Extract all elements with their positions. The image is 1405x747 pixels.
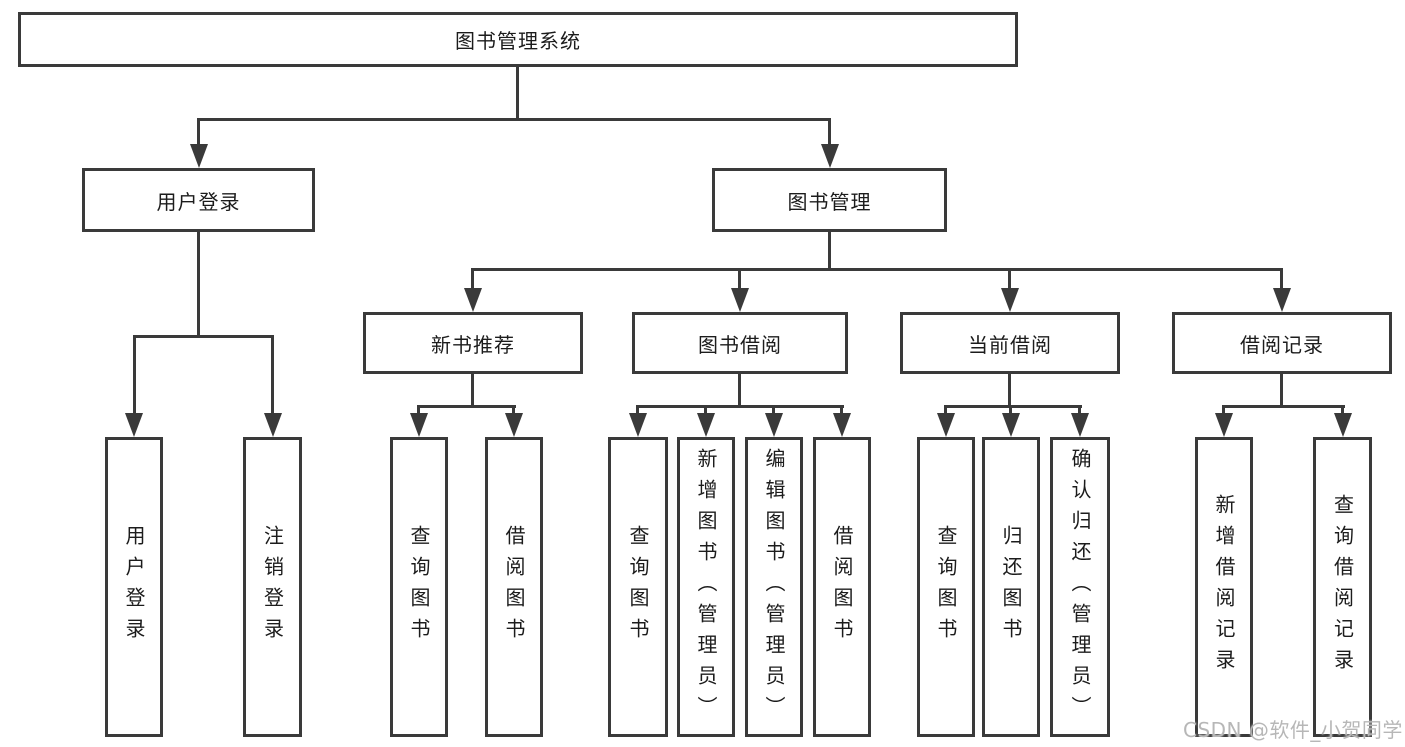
arrowhead-icon	[464, 288, 482, 312]
arrowhead-icon	[1071, 413, 1089, 437]
connector-line	[471, 374, 474, 407]
connector-line	[271, 335, 274, 417]
connector-line	[944, 405, 1082, 408]
node-label: 图书管理系统	[455, 29, 581, 53]
connector-line	[1280, 374, 1283, 407]
node-label: 查询借阅记录	[1330, 494, 1355, 680]
node-label: 查询图书	[626, 525, 650, 649]
node-label: 确认归还（管理员）	[1068, 447, 1092, 727]
connector-line	[1078, 405, 1081, 417]
arrowhead-icon	[1273, 288, 1291, 312]
node-label: 注销登录	[260, 525, 285, 649]
connector-line	[197, 118, 831, 121]
node-leaf-query-books-1: 查询图书	[390, 437, 448, 737]
connector-line	[133, 335, 274, 338]
arrowhead-icon	[820, 144, 839, 168]
node-branch-user-login: 用户登录	[82, 168, 315, 232]
node-leaf-query-books-2: 查询图书	[608, 437, 668, 737]
node-label: 图书管理	[787, 189, 872, 214]
node-leaf-confirm-return: 确认归还（管理员）	[1050, 437, 1110, 737]
connector-line	[636, 405, 639, 417]
connector-line	[1280, 268, 1283, 293]
arrowhead-icon	[833, 413, 851, 437]
connector-line	[704, 405, 707, 417]
arrowhead-icon	[697, 413, 715, 437]
node-label: 借阅图书	[830, 525, 854, 649]
node-label: 新增借阅记录	[1212, 494, 1236, 680]
node-leaf-add-book: 新增图书（管理员）	[677, 437, 735, 737]
node-label: 编辑图书（管理员）	[762, 447, 786, 727]
node-label: 新增图书（管理员）	[694, 447, 718, 727]
arrowhead-icon	[1002, 413, 1020, 437]
node-module-new-book-rec: 新书推荐	[363, 312, 583, 374]
node-module-borrow-records: 借阅记录	[1172, 312, 1392, 374]
node-leaf-borrow-books-2: 借阅图书	[813, 437, 871, 737]
arrowhead-icon	[937, 413, 955, 437]
node-label: 用户登录	[156, 189, 241, 214]
connector-line	[512, 405, 515, 417]
connector-line	[471, 268, 474, 293]
connector-line	[944, 405, 947, 417]
node-leaf-query-borrow-rec: 查询借阅记录	[1313, 437, 1372, 737]
node-branch-book-mgmt: 图书管理	[712, 168, 947, 232]
node-leaf-return-book: 归还图书	[982, 437, 1040, 737]
arrowhead-icon	[1333, 413, 1352, 437]
arrowhead-icon	[189, 144, 208, 168]
connector-line	[828, 118, 831, 148]
arrowhead-icon	[505, 413, 523, 437]
connector-line	[828, 232, 831, 270]
node-label: 当前借阅	[968, 332, 1052, 357]
connector-line	[417, 405, 516, 408]
arrowhead-icon	[410, 413, 428, 437]
node-label: 查询图书	[407, 525, 431, 649]
connector-line	[1008, 268, 1011, 293]
arrowhead-icon	[263, 413, 282, 437]
connector-line	[840, 405, 843, 417]
connector-line	[772, 405, 775, 417]
connector-line	[738, 268, 741, 293]
connector-line	[1009, 405, 1012, 417]
arrowhead-icon	[765, 413, 783, 437]
arrowhead-icon	[125, 413, 143, 437]
connector-line	[197, 118, 200, 148]
node-label: 借阅记录	[1240, 332, 1324, 357]
node-label: 归还图书	[999, 525, 1023, 649]
node-leaf-add-borrow-rec: 新增借阅记录	[1195, 437, 1253, 737]
connector-line	[636, 405, 844, 408]
node-module-book-borrow: 图书借阅	[632, 312, 848, 374]
connector-line	[417, 405, 420, 417]
csdn-watermark: CSDN @软件_小贺同学	[1183, 718, 1403, 742]
arrowhead-icon	[1001, 288, 1019, 312]
connector-line	[1008, 374, 1011, 407]
node-label: 用户登录	[122, 525, 146, 649]
node-label: 图书借阅	[698, 332, 782, 357]
connector-line	[197, 232, 200, 337]
node-leaf-edit-book: 编辑图书（管理员）	[745, 437, 803, 737]
arrowhead-icon	[731, 288, 749, 312]
connector-line	[738, 374, 741, 407]
node-label: 查询图书	[934, 525, 958, 649]
node-root: 图书管理系统	[18, 12, 1018, 67]
connector-line	[516, 67, 519, 120]
connector-line	[1222, 405, 1225, 417]
connector-line	[472, 268, 1283, 271]
node-label: 新书推荐	[431, 332, 515, 357]
node-leaf-logout: 注销登录	[243, 437, 302, 737]
node-leaf-user-login: 用户登录	[105, 437, 163, 737]
connector-line	[1222, 405, 1345, 408]
arrowhead-icon	[1215, 413, 1233, 437]
connector-line	[133, 335, 136, 417]
node-leaf-query-books-3: 查询图书	[917, 437, 975, 737]
node-label: 借阅图书	[502, 525, 526, 649]
connector-line	[1341, 405, 1344, 417]
node-leaf-borrow-books-1: 借阅图书	[485, 437, 543, 737]
node-module-current-borrow: 当前借阅	[900, 312, 1120, 374]
arrowhead-icon	[629, 413, 647, 437]
